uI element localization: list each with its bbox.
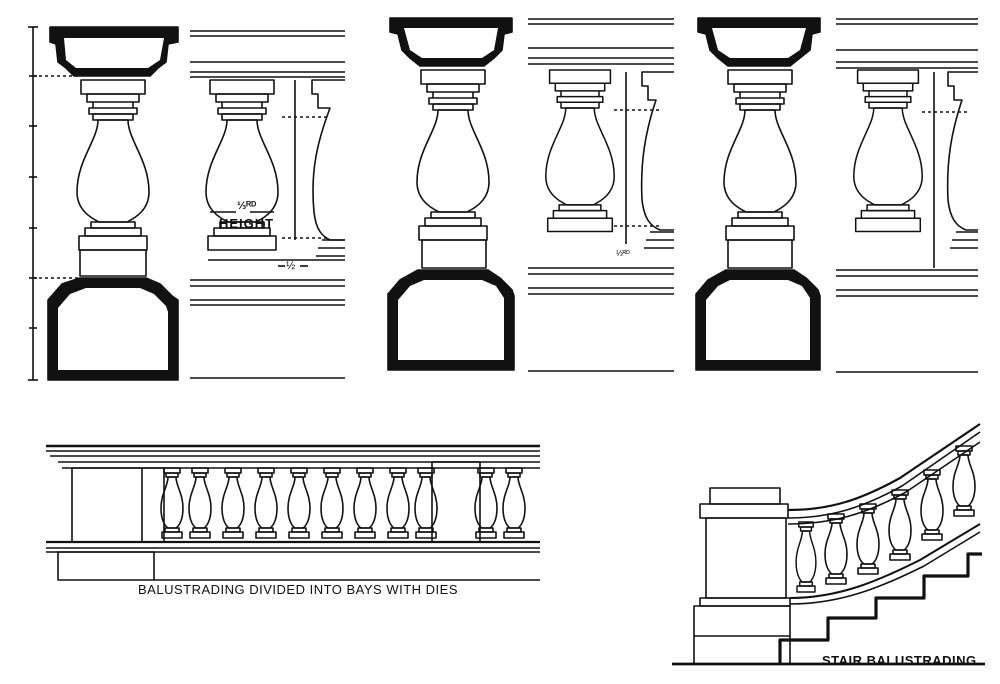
panel-1-baluster-elevation bbox=[190, 30, 345, 379]
stair-balusters bbox=[795, 445, 976, 593]
caption-stair: STAIR BALUSTRADING bbox=[822, 653, 977, 668]
panel-2-baluster-elevation bbox=[528, 18, 674, 372]
panel-2-baluster-section bbox=[387, 17, 515, 371]
panel-3-baluster-elevation bbox=[836, 18, 978, 373]
dimension-small-fraction-label: ⅓ᴿᴰ bbox=[616, 249, 630, 258]
panel-3-baluster-section bbox=[695, 17, 821, 371]
panel-1-baluster-section bbox=[28, 26, 179, 381]
dimension-half-label: ½ bbox=[286, 260, 296, 272]
caption-bays: BALUSTRADING DIVIDED INTO BAYS WITH DIES bbox=[138, 582, 459, 597]
dimension-one-third-label: ⅓ᴿᴰ bbox=[237, 200, 257, 212]
dimension-height-label: HEIGHT bbox=[219, 216, 275, 231]
bays-balusters bbox=[160, 467, 526, 539]
stair-balustrade-elevation bbox=[672, 423, 985, 666]
bays-balustrade-elevation bbox=[46, 444, 540, 581]
